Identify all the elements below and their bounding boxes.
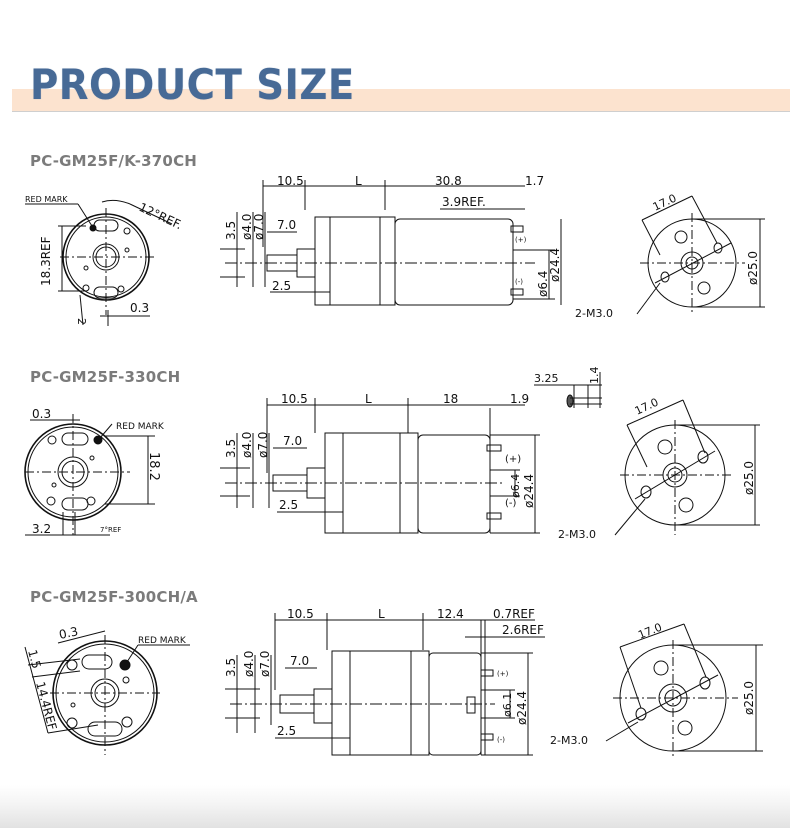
body-dia: ø24.4: [548, 248, 562, 282]
offset-label: 0.3: [130, 301, 149, 315]
boss-dia: ø7.0: [252, 214, 266, 240]
shaft-length: 7.0: [277, 218, 296, 232]
front-view-drawing: 0.3 RED MARK 1.5 14.4REF: [20, 624, 210, 765]
rear-view-drawing: 17.0 ø25.0 2-M3.0: [555, 395, 770, 545]
terminal-minus: (-): [505, 498, 517, 509]
hole-spacing: 17.0: [636, 621, 664, 642]
page-title: PRODUCT SIZE: [30, 60, 355, 109]
rear-view-drawing: 17.0 ø25.0 2-M3.0: [548, 610, 768, 760]
outer-dia: ø25.0: [742, 461, 756, 495]
ref-label: 3.9REF.: [442, 195, 486, 209]
outer-dia: ø25.0: [746, 251, 760, 285]
outer-dia: ø25.0: [742, 681, 756, 715]
red-mark-label: RED MARK: [25, 195, 68, 204]
terminal-width: 3.25: [534, 372, 559, 385]
front-view-drawing: 0.3 RED MARK 18.2 3.2 7°REF: [20, 400, 210, 545]
shaft-dia: ø4.0: [242, 651, 256, 677]
height-label: 14.4REF: [33, 680, 59, 732]
side-view-drawing: 10.5 L 12.4 0.7REF 2.6REF ø6.1 ø24.4 (+)…: [215, 605, 555, 765]
boss-dia: ø7.0: [256, 432, 270, 458]
terminal-plus: (+): [515, 236, 527, 244]
dim-label: L: [355, 174, 362, 188]
terminal-height: 1.4: [588, 367, 601, 385]
boss-length: 2.5: [272, 279, 291, 293]
terminal-plus: (+): [505, 454, 521, 465]
ref-label: 2.6REF: [502, 623, 544, 637]
dim-label: 10.5: [287, 607, 314, 621]
dim-label: 10.5: [277, 174, 304, 188]
small-label: 2: [75, 318, 88, 325]
dim-label: 18: [443, 392, 458, 406]
bearing-dia: ø6.4: [509, 474, 522, 498]
shaft-flat: 3.5: [224, 439, 238, 458]
boss-length: 2.5: [277, 724, 296, 738]
shaft-dia: ø4.0: [240, 432, 254, 458]
hole-spacing: 17.0: [633, 396, 661, 418]
dim-label: 10.5: [281, 392, 308, 406]
shaft-flat: 3.5: [224, 658, 238, 677]
side-view-drawing: 10.5 L 18 1.9 ø6.4 ø24.4 (+) (-) 3.5 ø4.…: [215, 388, 555, 538]
body-dia: ø24.4: [522, 474, 536, 508]
dim-label: 1.7: [525, 174, 544, 188]
shaft-length: 7.0: [290, 654, 309, 668]
terminal-plus: (+): [497, 670, 509, 678]
dim-label: L: [378, 607, 385, 621]
dim-label: 30.8: [435, 174, 462, 188]
offset-label: 0.3: [58, 624, 80, 642]
boss-dia: ø7.0: [258, 651, 272, 677]
hole-spacing: 17.0: [651, 192, 679, 214]
offset-label: 0.3: [32, 407, 51, 421]
bearing-dia: ø6.4: [536, 271, 550, 297]
footer-fade: [0, 785, 790, 828]
dim-label: 1.9: [510, 392, 529, 406]
body-dia: ø24.4: [515, 691, 529, 725]
side-view-drawing: 10.5 L 30.8 1.7 3.9REF. ø6.4 ø24.4 (+) (…: [215, 172, 570, 322]
red-mark-label: RED MARK: [138, 636, 187, 646]
terminal-minus: (-): [515, 278, 523, 286]
small-label: 1.5: [25, 648, 43, 670]
header-band: [12, 89, 790, 112]
dim-label: L: [365, 392, 372, 406]
shaft-length: 7.0: [283, 434, 302, 448]
bearing-dia: ø6.1: [501, 693, 514, 717]
front-view-drawing: RED MARK 18.3REF 12°REF. 0.3 2: [20, 190, 210, 330]
height-label: 18.2: [146, 452, 161, 481]
red-mark-label: RED MARK: [116, 422, 165, 432]
boss-length: 2.5: [279, 498, 298, 512]
holes-label: 2-M3.0: [575, 307, 613, 320]
angle-label: 12°REF.: [137, 200, 185, 232]
holes-label: 2-M3.0: [558, 528, 596, 541]
angle-label: 7°REF: [100, 526, 121, 534]
terminal-detail-drawing: 3.25 1.4: [532, 367, 607, 413]
model-label: PC-GM25F-300CH/A: [30, 588, 198, 606]
rear-view-drawing: 17.0 ø25.0 2-M3.0: [575, 185, 765, 325]
dim-label: 0.7REF: [493, 607, 535, 621]
shaft-flat: 3.5: [224, 221, 238, 240]
height-label: 18.3REF: [39, 236, 53, 286]
width-label: 3.2: [32, 522, 51, 536]
model-label: PC-GM25F-330CH: [30, 368, 181, 386]
terminal-minus: (-): [497, 736, 505, 744]
holes-label: 2-M3.0: [550, 734, 588, 747]
model-label: PC-GM25F/K-370CH: [30, 152, 198, 170]
shaft-dia: ø4.0: [240, 214, 254, 240]
dim-label: 12.4: [437, 607, 464, 621]
